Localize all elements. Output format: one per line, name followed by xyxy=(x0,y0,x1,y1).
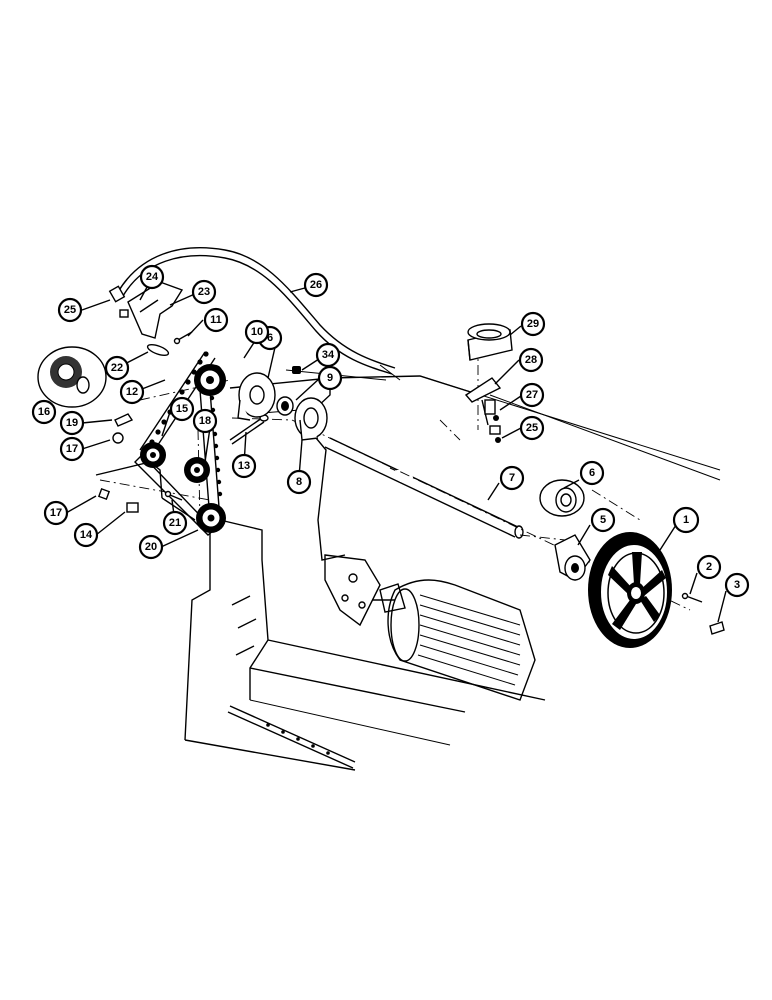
callout-16: 16 xyxy=(31,399,57,425)
control-cable xyxy=(117,247,401,381)
callout-7: 7 xyxy=(499,465,525,491)
sprocket-upper xyxy=(194,364,226,396)
callout-3: 3 xyxy=(724,572,750,598)
callout-20: 20 xyxy=(138,534,164,560)
svg-text:17: 17 xyxy=(50,507,62,519)
svg-text:34: 34 xyxy=(322,349,335,361)
callout-21: 21 xyxy=(162,510,188,536)
svg-text:23: 23 xyxy=(198,286,210,298)
reel-roller xyxy=(372,579,536,701)
svg-text:7: 7 xyxy=(509,472,515,484)
svg-text:25: 25 xyxy=(64,304,76,316)
svg-text:13: 13 xyxy=(238,460,250,472)
svg-text:17: 17 xyxy=(66,443,78,455)
svg-text:20: 20 xyxy=(145,541,157,553)
callout-5: 5 xyxy=(590,507,616,533)
svg-text:18: 18 xyxy=(199,415,211,427)
callout-9: 9 xyxy=(317,365,343,391)
callout-34: 34 xyxy=(315,342,341,368)
machine-frame xyxy=(95,369,721,771)
svg-text:16: 16 xyxy=(38,406,50,418)
drive-shaft xyxy=(324,437,524,539)
svg-text:28: 28 xyxy=(525,354,537,366)
svg-text:3: 3 xyxy=(734,579,740,591)
callout-15: 15 xyxy=(169,396,195,422)
sprocket-idler xyxy=(184,457,210,483)
callout-14: 14 xyxy=(73,522,99,548)
sprocket-left xyxy=(140,442,166,468)
svg-text:11: 11 xyxy=(210,314,222,326)
flange-bearing xyxy=(237,366,328,441)
callout-12: 12 xyxy=(119,379,145,405)
svg-text:24: 24 xyxy=(146,271,159,283)
svg-text:2: 2 xyxy=(706,561,712,573)
svg-text:6: 6 xyxy=(589,467,595,479)
svg-text:21: 21 xyxy=(169,517,181,529)
svg-text:1: 1 xyxy=(683,514,689,526)
cable-bracket xyxy=(108,281,184,357)
callout-6-right: 6 xyxy=(579,460,605,486)
callout-23: 23 xyxy=(191,279,217,305)
svg-text:27: 27 xyxy=(526,389,538,401)
callout-25-left: 25 xyxy=(57,297,83,323)
key-and-clip xyxy=(681,592,725,635)
callout-24: 24 xyxy=(139,264,165,290)
svg-text:26: 26 xyxy=(310,279,322,291)
svg-text:12: 12 xyxy=(126,386,138,398)
cable-anchor-assembly xyxy=(464,323,513,443)
sprocket-lower xyxy=(196,503,226,533)
callout-22: 22 xyxy=(104,355,130,381)
svg-text:15: 15 xyxy=(176,403,188,415)
callout-1: 1 xyxy=(672,506,700,534)
svg-text:6: 6 xyxy=(267,332,273,344)
callout-13: 13 xyxy=(231,453,257,479)
callout-10: 10 xyxy=(244,319,270,345)
svg-text:25: 25 xyxy=(526,422,538,434)
sprocket-detail-inset xyxy=(37,346,107,408)
svg-text:29: 29 xyxy=(527,318,539,330)
callout-25-right: 25 xyxy=(519,415,545,441)
callout-17-lower: 17 xyxy=(43,500,69,526)
callout-26: 26 xyxy=(303,272,329,298)
callout-8: 8 xyxy=(286,469,312,495)
svg-text:9: 9 xyxy=(327,372,333,384)
v-belt-pulley xyxy=(588,532,672,648)
svg-text:14: 14 xyxy=(80,529,93,541)
callout-18: 18 xyxy=(192,408,218,434)
callout-28: 28 xyxy=(518,347,544,373)
callout-19: 19 xyxy=(59,410,85,436)
callout-29: 29 xyxy=(520,311,546,337)
svg-text:5: 5 xyxy=(600,514,606,526)
right-bearing xyxy=(539,479,591,581)
callout-27: 27 xyxy=(519,382,545,408)
svg-text:8: 8 xyxy=(296,476,302,488)
svg-text:19: 19 xyxy=(66,417,78,429)
svg-text:22: 22 xyxy=(111,362,123,374)
callout-2: 2 xyxy=(696,554,722,580)
callout-17-upper: 17 xyxy=(59,436,85,462)
callout-11: 11 xyxy=(203,307,229,333)
svg-text:10: 10 xyxy=(251,326,263,338)
small-parts xyxy=(97,331,269,513)
